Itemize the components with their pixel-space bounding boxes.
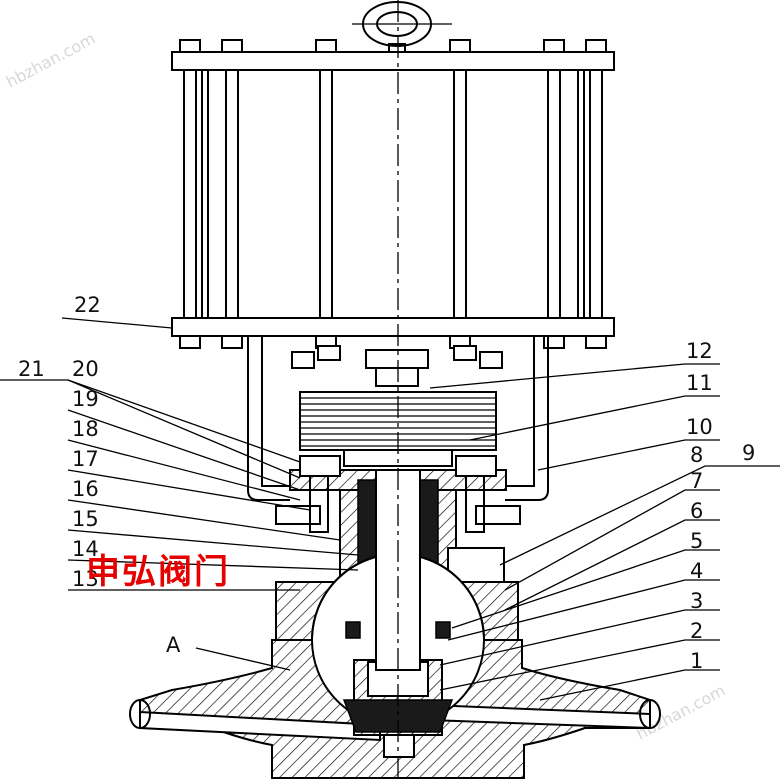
callout-1: 1 (690, 649, 703, 673)
callout-19: 19 (72, 387, 99, 411)
callout-18: 18 (72, 417, 99, 441)
callout-3: 3 (690, 589, 703, 613)
callout-20: 20 (72, 357, 99, 381)
callout-6: 6 (690, 499, 703, 523)
callout-22: 22 (74, 293, 101, 317)
callout-8: 8 (690, 443, 703, 467)
brand-watermark: 申弘阀门 (86, 552, 230, 592)
callout-10: 10 (686, 415, 713, 439)
actuator (171, 1, 615, 349)
callout-labels: 22 21 20 19 18 17 16 15 14 13 A 12 11 10… (18, 293, 755, 673)
faint-watermark-top: hbzhan.com (3, 29, 98, 92)
callout-5: 5 (690, 529, 703, 553)
yoke (247, 336, 549, 501)
callout-17: 17 (72, 447, 99, 471)
callout-21: 21 (18, 357, 45, 381)
section-marker-a: A (166, 633, 181, 657)
callout-2: 2 (690, 619, 703, 643)
callout-12: 12 (686, 339, 713, 363)
callout-4: 4 (690, 559, 703, 583)
callout-13: 13 (72, 567, 99, 591)
callout-16: 16 (72, 477, 99, 501)
leader-lines (0, 317, 780, 701)
stem (375, 0, 421, 780)
callout-9: 9 (742, 441, 755, 465)
callout-15: 15 (72, 507, 99, 531)
callout-11: 11 (686, 371, 713, 395)
callout-14: 14 (72, 537, 99, 561)
callout-7: 7 (690, 469, 703, 493)
